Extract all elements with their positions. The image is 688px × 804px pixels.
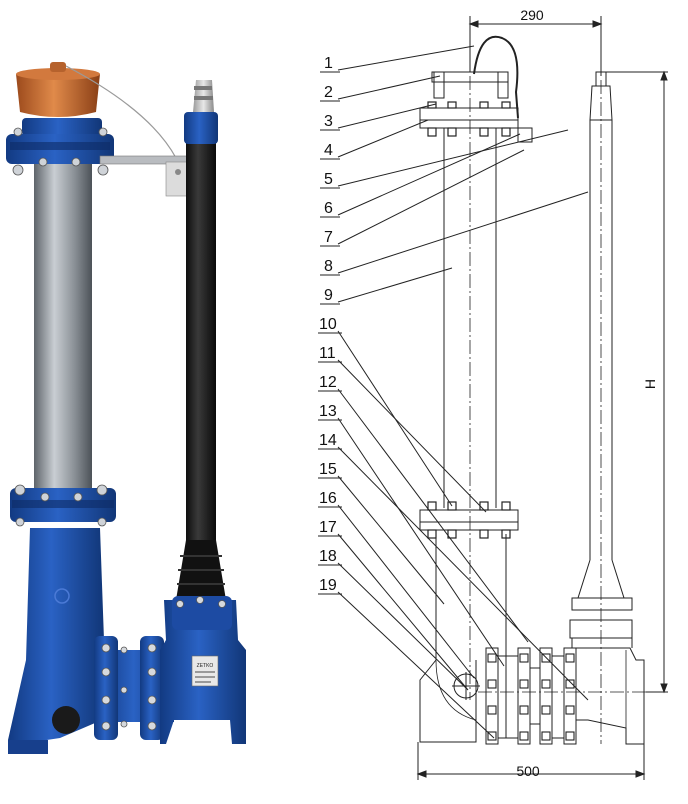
connection-flanges-outline: [478, 647, 650, 745]
callout-labels: 1 2 3 4 5 6 7 8 9 10 11 12 13 14 15 16 1…: [319, 55, 337, 594]
callout-13: 13: [319, 403, 337, 420]
gate-valve-bonnet: [172, 596, 232, 630]
callout-8: 8: [324, 258, 333, 275]
chain-curve: [473, 35, 519, 119]
valve-and-rod-outline: [569, 71, 645, 745]
cap-chain: [65, 65, 177, 159]
callout-2: 2: [324, 84, 333, 101]
dimension-H-label: H: [642, 379, 658, 389]
callout-18: 18: [319, 548, 337, 565]
callout-11: 11: [319, 345, 336, 362]
technical-drawing: 290 H 500: [416, 7, 668, 780]
callout-15: 15: [319, 461, 337, 478]
callout-12: 12: [319, 374, 337, 391]
callout-7: 7: [324, 229, 333, 246]
middle-flange-bolts: [14, 484, 108, 527]
callout-4: 4: [324, 142, 333, 159]
top-ring: [22, 118, 102, 136]
dimension-290-label: 290: [520, 7, 544, 23]
connection-flange-left: [94, 636, 118, 740]
standpipe-tube: [34, 160, 92, 500]
standpipe-outline: [419, 35, 533, 743]
callouts: [318, 45, 589, 739]
callout-9: 9: [324, 287, 333, 304]
callout-6: 6: [324, 200, 333, 217]
valve-badge: ZETKO: [197, 663, 214, 669]
dust-cap: [16, 74, 100, 117]
foot-logo: [54, 588, 70, 604]
upper-flange-bolts: [12, 127, 109, 176]
callout-19: 19: [319, 577, 337, 594]
connection-bolts: [101, 643, 157, 731]
callout-16: 16: [319, 490, 337, 507]
hydrant-foot: [8, 528, 104, 752]
foot-drain-plug: [52, 706, 80, 734]
operating-rod: [186, 140, 216, 550]
callout-10: 10: [319, 316, 337, 333]
callout-3: 3: [324, 113, 333, 130]
callout-17: 17: [319, 519, 337, 536]
callout-14: 14: [319, 432, 337, 449]
dimension-290: [468, 16, 603, 76]
rod-blue-collar: [184, 112, 218, 144]
dimension-H: [606, 70, 668, 694]
callout-1: 1: [324, 55, 333, 72]
dimension-500: [416, 742, 646, 780]
dimension-500-label: 500: [516, 763, 540, 779]
callout-5: 5: [324, 171, 333, 188]
connection-flange-mid: [140, 636, 164, 740]
product-photo: ZETKO: [6, 62, 246, 754]
